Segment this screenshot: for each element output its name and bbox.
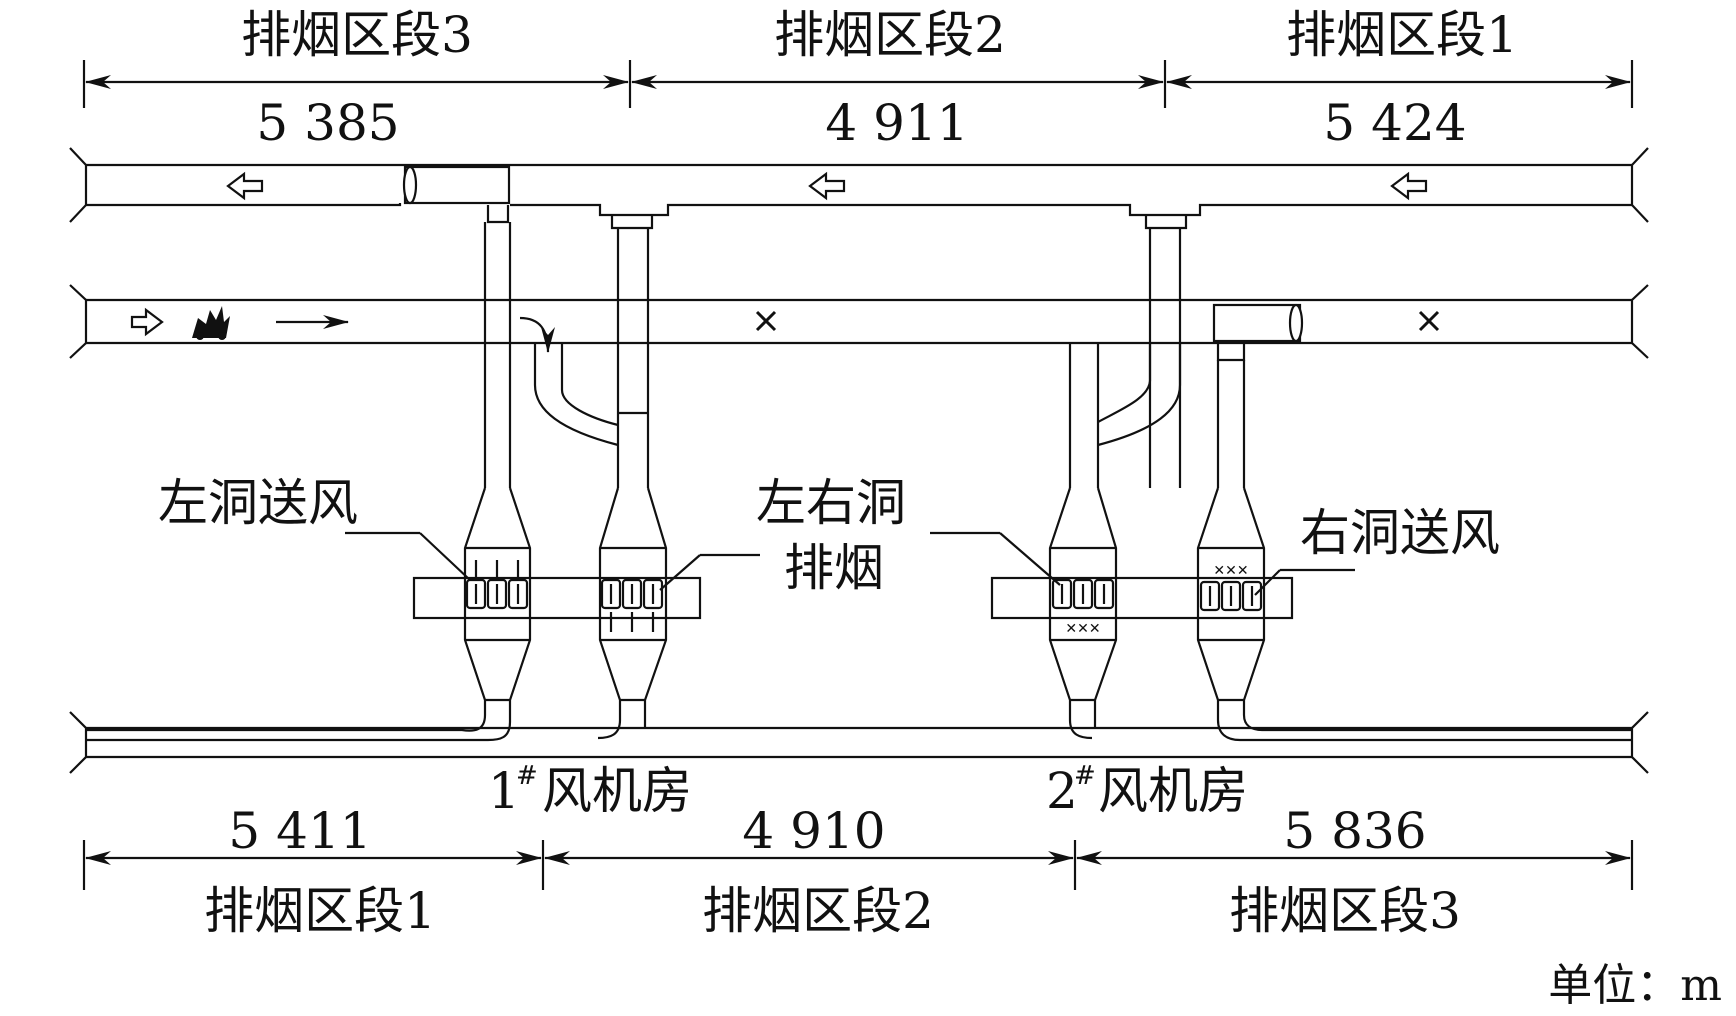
lower-tunnel xyxy=(69,711,1649,774)
top-segment-length-1: 5 385 xyxy=(256,94,399,152)
top-segment-label-2: 排烟区段2 xyxy=(774,6,1006,64)
bottom-dimension: 5 411 4 910 5 836 排烟区段1 排烟区段2 排烟区段3 xyxy=(82,802,1634,940)
upper-duct xyxy=(69,147,1649,223)
fan-room-2-label: 2 # 风机房 xyxy=(1046,761,1248,820)
flow-arrow-left-icon xyxy=(808,171,846,201)
bottom-segment-length-3: 5 836 xyxy=(1283,802,1426,860)
closed-damper-icon xyxy=(1418,310,1440,332)
callout-exhaust: 左右洞 排烟 xyxy=(659,474,1061,597)
top-segment-label-1: 排烟区段3 xyxy=(241,6,473,64)
bottom-segment-label-2: 排烟区段2 xyxy=(702,882,934,940)
fan-room-2-superscript: # xyxy=(1074,761,1096,791)
top-segment-label-3: 排烟区段1 xyxy=(1286,6,1518,64)
fan-room-1-text: 风机房 xyxy=(542,762,692,820)
left-supply-label: 左洞送风 xyxy=(158,474,358,532)
top-segment-length-3: 5 424 xyxy=(1323,94,1466,152)
fan-room-2-number: 2 xyxy=(1046,762,1078,820)
fan-room-2-platform xyxy=(990,576,1294,620)
fan-unit-exhaust-1 xyxy=(533,215,668,740)
flow-arrow-right-icon xyxy=(130,307,164,337)
fan-room-1-label: 1 # 风机房 xyxy=(488,761,692,820)
fan-unit-left-supply xyxy=(86,205,532,742)
svg-text:✕✕✕: ✕✕✕ xyxy=(1065,621,1100,637)
top-dimension: 排烟区段3 排烟区段2 排烟区段1 5 385 4 911 5 424 xyxy=(82,6,1634,152)
fan-room-2-text: 风机房 xyxy=(1098,762,1248,820)
fan-unit-exhaust-2: ✕✕✕ xyxy=(1048,215,1188,740)
bottom-segment-label-1: 排烟区段1 xyxy=(204,882,436,940)
fan-room-1-superscript: # xyxy=(516,761,538,791)
exhaust-label-line1: 左右洞 xyxy=(756,474,906,532)
svg-text:✕✕✕: ✕✕✕ xyxy=(1213,563,1248,579)
bottom-segment-label-3: 排烟区段3 xyxy=(1229,882,1461,940)
right-supply-label: 右洞送风 xyxy=(1300,504,1500,562)
smoke-inflow-arrow xyxy=(519,316,555,353)
bottom-segment-length-2: 4 910 xyxy=(742,802,885,860)
fire-vehicle-icon xyxy=(192,306,230,340)
middle-tunnel xyxy=(69,284,1649,359)
bottom-segment-length-1: 5 411 xyxy=(228,802,371,860)
top-segment-length-2: 4 911 xyxy=(825,94,968,152)
callout-left-supply: 左洞送风 xyxy=(158,474,471,581)
callout-right-supply: 右洞送风 xyxy=(1254,504,1500,596)
fan-room-1-number: 1 xyxy=(488,762,520,820)
exhaust-label-line2: 排烟 xyxy=(784,539,884,597)
unit-label: 单位：m xyxy=(1548,960,1722,1011)
closed-damper-icon xyxy=(755,310,777,332)
flow-arrow-left-icon xyxy=(226,171,264,201)
fan-room-1-platform xyxy=(412,576,702,620)
flow-arrow-left-icon xyxy=(1390,171,1428,201)
fan-unit-right-supply: ✕✕✕ xyxy=(1196,343,1632,742)
